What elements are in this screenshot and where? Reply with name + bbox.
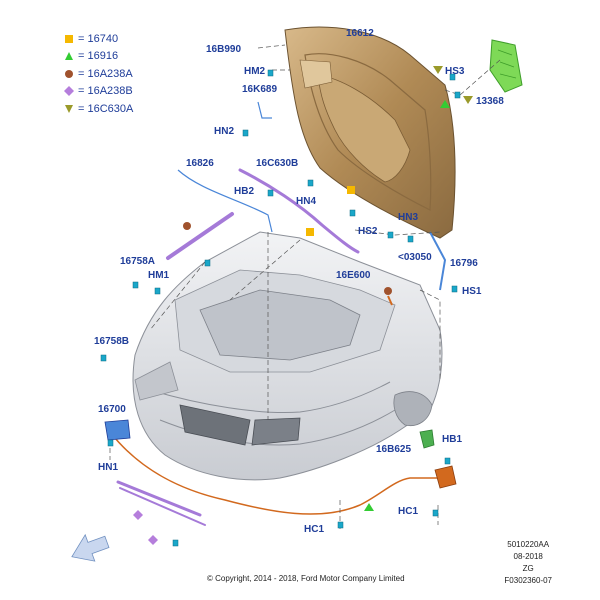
hood-panel — [284, 26, 456, 239]
callout-HC1-right: HC1 — [398, 506, 419, 517]
callout-16700: 16700 — [98, 404, 126, 415]
callout-HN3: HN3 — [398, 212, 419, 223]
reference-code: 5010220AA — [507, 540, 550, 549]
hood-release-cable — [109, 429, 457, 515]
vehicle-front-body — [132, 231, 443, 481]
legend-row: = 16C630A — [64, 100, 133, 118]
callout-HB2: HB2 — [234, 186, 255, 197]
legend-row: = 16A238B — [64, 83, 133, 101]
legend-label: = 16916 — [78, 50, 119, 63]
callout-HN2: HN2 — [214, 126, 235, 137]
callout-16K689: 16K689 — [242, 84, 278, 95]
callout-HB1: HB1 — [442, 434, 463, 445]
legend-label: = 16740 — [78, 32, 119, 45]
callout-16796: 16796 — [450, 258, 478, 269]
callout-16612: 16612 — [346, 28, 374, 39]
callout-16758B: 16758B — [94, 336, 130, 347]
reference-block: 5010220AA 08-2018 ZG F0302360-07 — [504, 539, 552, 587]
reference-figure-id: F0302360-07 — [504, 576, 552, 585]
legend-label: = 16A238A — [78, 67, 133, 80]
callout-03050: <03050 — [398, 252, 432, 263]
wire-16826 — [177, 169, 273, 233]
clip-fasteners — [100, 69, 461, 547]
callout-HS2: HS2 — [358, 226, 378, 237]
legend-label: = 16C630A — [78, 102, 134, 115]
legend-row: = 16A238A — [64, 65, 133, 83]
callout-HN4: HN4 — [296, 196, 317, 207]
callout-HN1: HN1 — [98, 462, 119, 473]
wire-16K689 — [257, 101, 272, 119]
legend-row: = 16740 — [64, 30, 133, 48]
reference-date: 08-2018 — [513, 552, 543, 561]
triangle-marker-icon — [65, 52, 73, 61]
callout-HM2: HM2 — [244, 66, 266, 77]
reference-region: ZG — [522, 564, 534, 573]
hood-prop-rod — [387, 231, 447, 306]
legend-label: = 16A238B — [78, 85, 133, 98]
diamond-marker-icon — [64, 86, 74, 97]
hood-insulator — [489, 39, 523, 93]
view-direction-arrow-icon — [71, 533, 110, 562]
callout-16B625: 16B625 — [376, 444, 412, 455]
triangle-down-marker-icon — [65, 104, 73, 113]
callout-16758A: 16758A — [120, 256, 156, 267]
hood-seals — [116, 168, 360, 526]
circle-marker-icon — [65, 69, 73, 78]
callout-16C630B: 16C630B — [256, 158, 299, 169]
copyright-notice: © Copyright, 2014 - 2018, Ford Motor Com… — [207, 574, 405, 583]
callout-HS1: HS1 — [462, 286, 482, 297]
callout-16B990: 16B990 — [206, 44, 242, 55]
callout-HM1: HM1 — [148, 270, 170, 281]
callout-13368: 13368 — [476, 96, 504, 107]
callout-HC1-left: HC1 — [304, 524, 325, 535]
callout-16826: 16826 — [186, 158, 214, 169]
hood-latch — [104, 419, 131, 441]
diagram-markers — [133, 66, 473, 545]
callout-HS3: HS3 — [445, 66, 465, 77]
legend: = 16740 = 16916 = 16A238A = 16A238B = 16C630… — [64, 30, 133, 118]
callout-16E600: 16E600 — [336, 270, 371, 281]
square-marker-icon — [65, 34, 73, 43]
legend-row: = 16916 — [64, 48, 133, 66]
